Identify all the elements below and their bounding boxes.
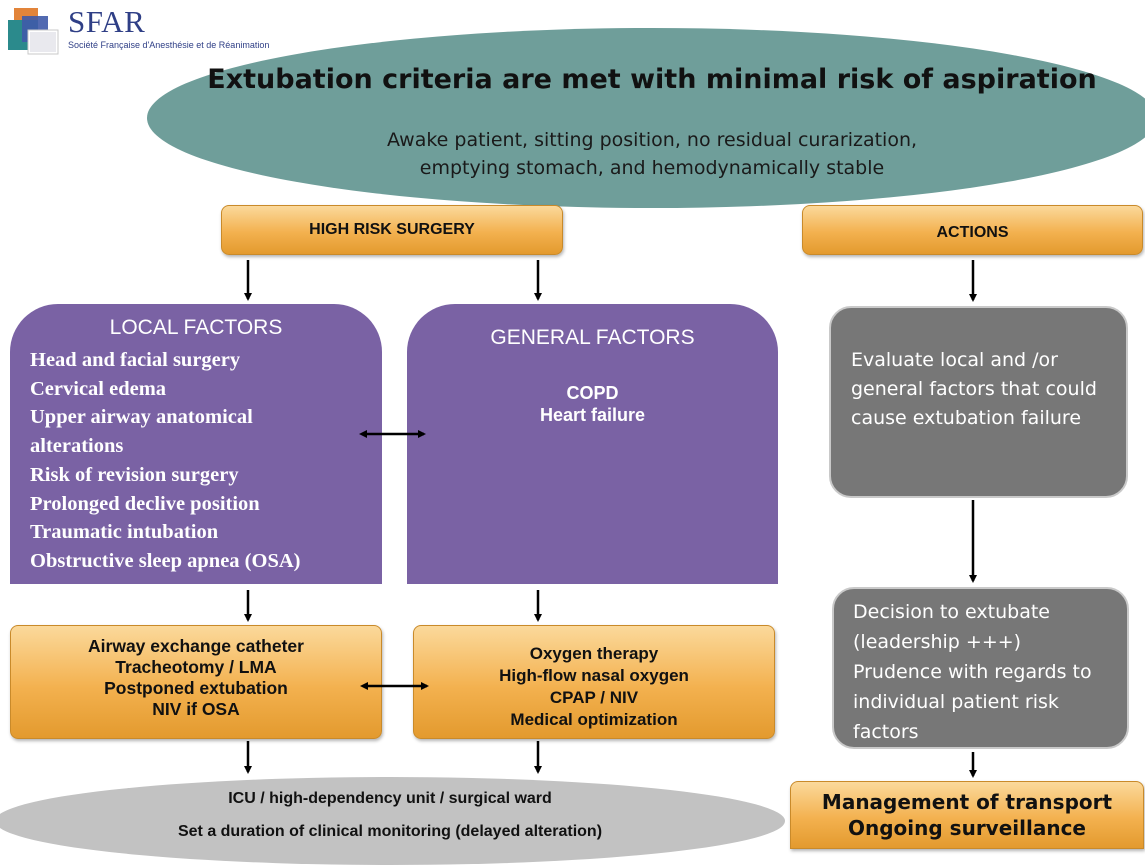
evaluate-line: general factors that could [851,378,1097,400]
header-subtitle-line-1: Awake patient, sitting position, no resi… [386,129,918,151]
local-factor-item: Traumatic intubation [30,521,219,544]
evaluate-line: Evaluate local and /or [851,349,1058,371]
high-risk-surgery-label: HIGH RISK SURGERY [309,221,475,238]
general-actions-box: Oxygen therapy High-flow nasal oxygen CP… [413,625,775,739]
general-action-item: Oxygen therapy [529,644,659,663]
local-action-item: NIV if OSA [152,699,240,719]
decision-line: individual patient risk [853,691,1059,713]
high-risk-surgery-box: HIGH RISK SURGERY [221,205,563,255]
general-factors-list: COPD Heart failure [407,382,778,426]
local-action-item: Tracheotomy / LMA [115,657,277,677]
general-factor-item: COPD [566,383,619,403]
actions-label: ACTIONS [936,224,1009,241]
header-subtitle-line-2: emptying stomach, and hemodynamically st… [419,157,885,179]
general-action-item: CPAP / NIV [549,688,639,707]
monitoring-line-2: Set a duration of clinical monitoring (d… [177,823,603,840]
decision-box: Decision to extubate (leadership +++) Pr… [832,587,1129,749]
transport-line: Ongoing surveillance [848,816,1086,840]
sfar-logo-mark-icon [8,8,59,55]
header-subtitle: Awake patient, sitting position, no resi… [147,126,1145,182]
general-action-item: High-flow nasal oxygen [499,666,689,685]
transport-line: Management of transport [821,790,1113,814]
local-action-item: Airway exchange catheter [88,636,304,656]
local-factor-item: Head and facial surgery [30,349,241,371]
decision-line: (leadership +++) [853,631,1022,653]
local-factors-box: LOCAL FACTORS Head and facial surgery Ce… [10,304,382,584]
decision-line: Prudence with regards to [853,661,1092,683]
local-action-item: Postponed extubation [104,678,288,698]
general-factor-item: Heart failure [539,405,646,425]
local-factor-item: Cervical edema [30,377,167,400]
logo-name: SFAR [68,4,146,39]
decision-line: factors [853,721,919,743]
sfar-logo: SFAR Société Française d'Anesthésie et d… [8,4,298,62]
general-action-item: Medical optimization [510,710,678,729]
decision-line: Decision to extubate [853,601,1050,623]
local-factor-item: Obstructive sleep apnea (OSA) [30,549,301,572]
local-factor-item: Risk of revision surgery [30,463,239,486]
header-ellipse [147,28,1145,208]
local-factor-item: alterations [30,435,124,458]
actions-box: ACTIONS [802,205,1143,255]
logo-subtitle: Société Française d'Anesthésie et de Réa… [68,40,270,50]
monitoring-line-1: ICU / high-dependency unit / surgical wa… [228,790,552,807]
local-factors-title: LOCAL FACTORS [109,316,283,339]
general-factors-title: GENERAL FACTORS [490,326,695,349]
transport-box: Management of transport Ongoing surveill… [790,781,1144,849]
general-factors-box: GENERAL FACTORS COPD Heart failure [407,304,778,584]
evaluate-line: cause extubation failure [851,407,1082,429]
local-actions-box: Airway exchange catheter Tracheotomy / L… [10,625,382,739]
local-factor-item: Prolonged declive position [30,492,260,515]
header-title: Extubation criteria are met with minimal… [207,64,1097,95]
evaluate-factors-box: Evaluate local and /or general factors t… [829,306,1128,498]
local-factor-item: Upper airway anatomical [30,406,253,429]
local-factors-list: Head and facial surgery Cervical edema U… [30,346,300,576]
